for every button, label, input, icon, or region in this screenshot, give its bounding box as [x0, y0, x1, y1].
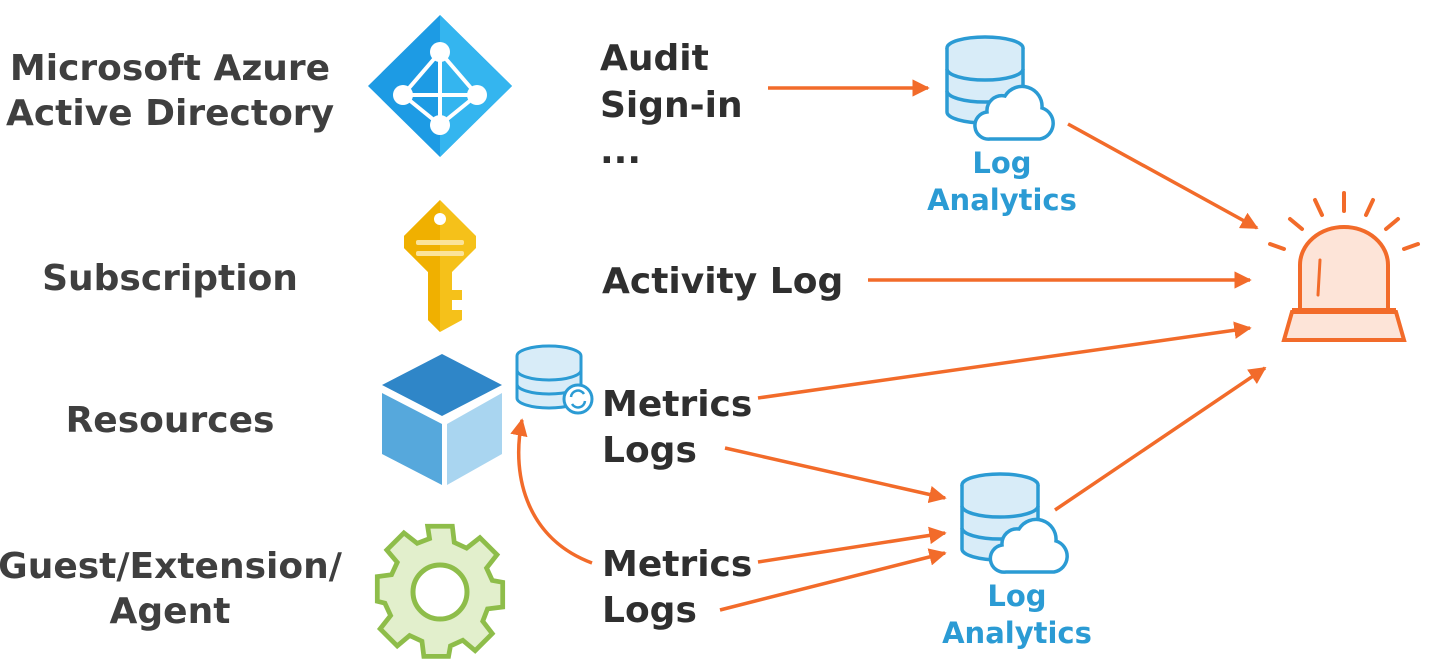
arrow-guest-metrics-to-log-analytics: [757, 526, 947, 564]
audit-flow-label: Audit: [600, 38, 709, 79]
log-analytics-top-label-line1: Log: [972, 146, 1031, 180]
guest-label-line2: Agent: [110, 591, 231, 632]
signin-flow-label: Sign-in: [600, 85, 743, 126]
guest-logs-label: Logs: [602, 590, 697, 631]
activity-log-label: Activity Log: [602, 261, 843, 302]
arrow-guest-logs-to-log-analytics: [719, 548, 947, 612]
arrow-logs-to-log-analytics: [724, 446, 947, 504]
database-sync-icon: [515, 344, 594, 415]
arrow-guest-metrics-to-metrics-store: [510, 418, 593, 565]
ellipsis-flow-label: ...: [600, 131, 641, 172]
resource-logs-label: Logs: [602, 430, 697, 471]
subscription-label: Subscription: [42, 258, 298, 299]
log-analytics-top-label-line2: Analytics: [927, 183, 1077, 217]
gear-icon: [374, 523, 506, 659]
guest-metrics-label: Metrics: [602, 544, 752, 585]
cube-icon: [382, 354, 502, 485]
guest-label-line1: Guest/Extension/: [0, 546, 343, 587]
log-analytics-top-icon: [945, 35, 1055, 141]
arrow-log-analytics-top-to-alert: [1067, 122, 1259, 230]
log-analytics-bottom-label-line2: Analytics: [942, 616, 1092, 650]
resources-label: Resources: [66, 400, 275, 441]
log-analytics-bottom-label-line1: Log: [987, 579, 1046, 613]
resource-metrics-label: Metrics: [602, 384, 752, 425]
alert-beacon-icon: [1268, 191, 1420, 342]
arrow-metrics-to-alert: [757, 321, 1252, 400]
aad-label-line2: Active Directory: [6, 93, 334, 134]
aad-label-line1: Microsoft Azure: [10, 48, 330, 89]
flow-arrows: [510, 79, 1267, 612]
azure-active-directory-icon: [368, 15, 512, 157]
arrow-log-analytics-bottom-to-alert: [1054, 366, 1267, 512]
log-analytics-bottom-icon: [960, 472, 1069, 574]
key-icon: [404, 200, 476, 332]
